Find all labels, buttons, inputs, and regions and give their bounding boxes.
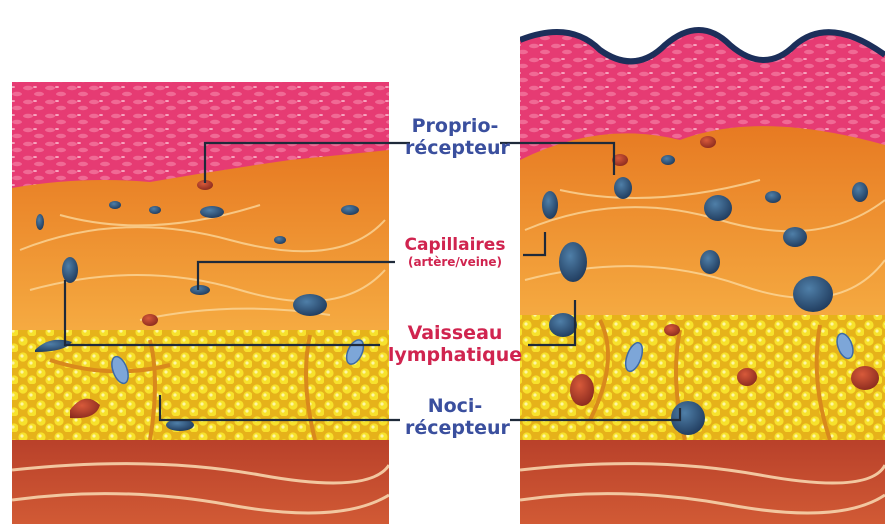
label-noci-line1: Noci- [405,396,505,418]
label-lymph-line1: Vaisseau [385,323,525,345]
label-lymph-line2: lymphatique [385,345,525,367]
panel-swollen-skin [520,30,885,524]
label-proprio-recepteur: Proprio- récepteur [405,116,505,160]
fat-layer [12,330,389,445]
label-noci-line2: récepteur [405,418,505,440]
label-proprio-line2: récepteur [405,138,505,160]
label-capillaires-line2: (artère/veine) [393,256,517,270]
label-proprio-line1: Proprio- [405,116,505,138]
label-capillaires: Capillaires (artère/veine) [393,236,517,269]
label-noci-recepteur: Noci- récepteur [405,396,505,440]
panel-normal-skin [12,82,389,524]
label-capillaires-line1: Capillaires [393,236,517,256]
label-vaisseau-lymphatique: Vaisseau lymphatique [385,323,525,367]
